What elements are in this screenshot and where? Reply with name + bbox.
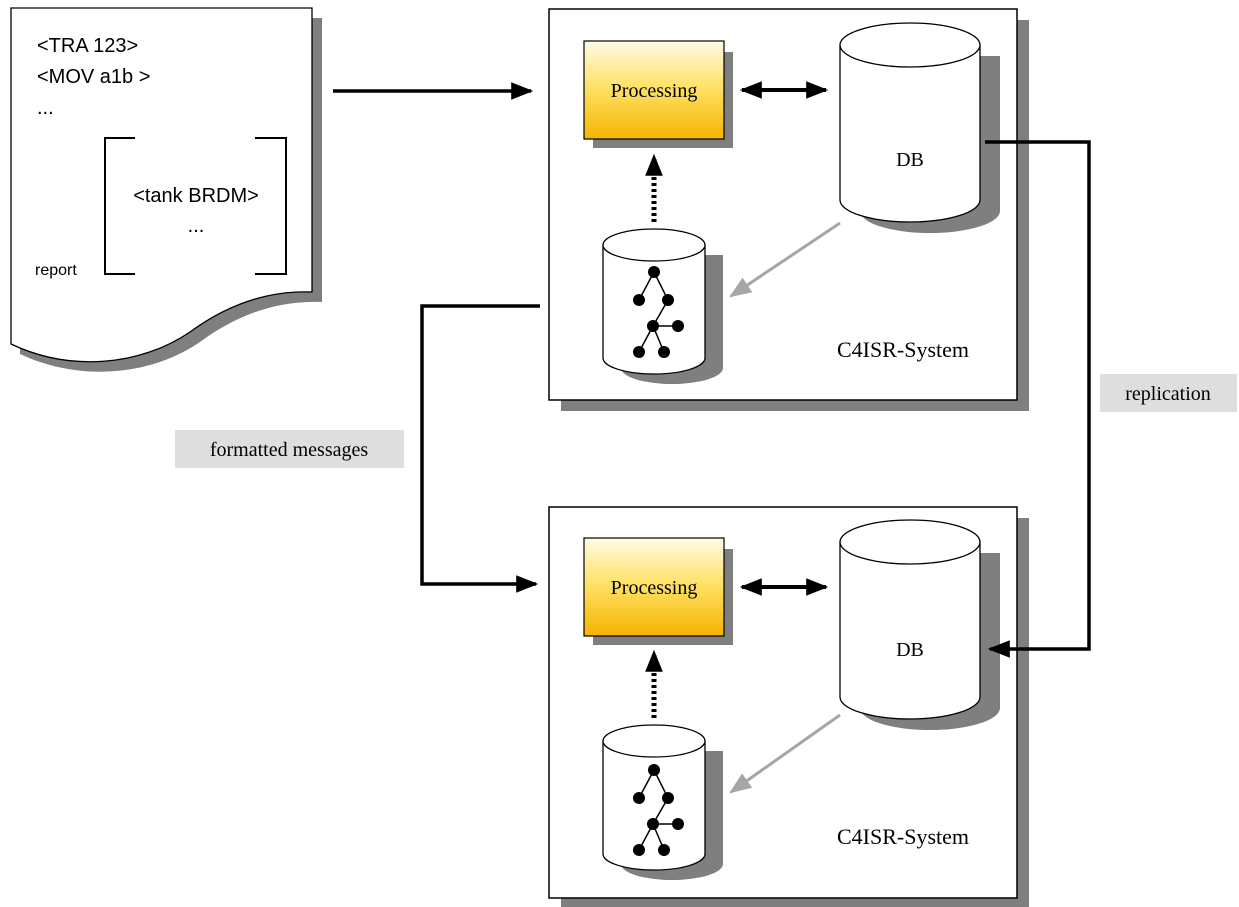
schema-tree-cylinder-icon (602, 724, 723, 880)
c4isr-system-bottom: Processing DB (548, 506, 1029, 907)
c4isr-system-top: Processing DB (548, 8, 1029, 411)
processing-label: Processing (611, 577, 698, 599)
system-label: C4ISR-System (837, 824, 969, 849)
report-document: <TRA 123> <MOV a1b > ... <tank BRDM> ...… (10, 7, 322, 372)
processing-label: Processing (611, 80, 698, 102)
formatted-messages-label: formatted messages (210, 439, 368, 461)
db-label: DB (896, 639, 924, 661)
report-inner-line-1: <tank BRDM> (133, 185, 259, 207)
db-cylinder-icon (839, 22, 1000, 233)
replication-connector (985, 140, 1091, 658)
formatted-messages-label-bg (175, 430, 404, 468)
report-label: report (35, 262, 77, 279)
processing-box (583, 537, 725, 637)
formatted-messages-connector (420, 304, 540, 593)
processing-box (583, 40, 725, 140)
report-line-1: <TRA 123> (37, 35, 138, 57)
report-line-3: ... (37, 97, 54, 119)
replication-label-bg (1100, 374, 1237, 412)
db-to-schema-gray-arrow (729, 713, 841, 794)
system-label: C4ISR-System (837, 337, 969, 362)
bracket-right (255, 137, 287, 275)
db-cylinder-icon (839, 519, 1000, 730)
schema-tree-cylinder-icon (602, 228, 723, 384)
replication-label: replication (1125, 383, 1211, 405)
report-line-2: <MOV a1b > (37, 66, 150, 88)
report-page (10, 7, 313, 363)
bracket-left (104, 137, 135, 275)
report-inner-line-2: ... (188, 215, 205, 237)
db-to-schema-gray-arrow (729, 221, 841, 298)
db-label: DB (896, 149, 924, 171)
